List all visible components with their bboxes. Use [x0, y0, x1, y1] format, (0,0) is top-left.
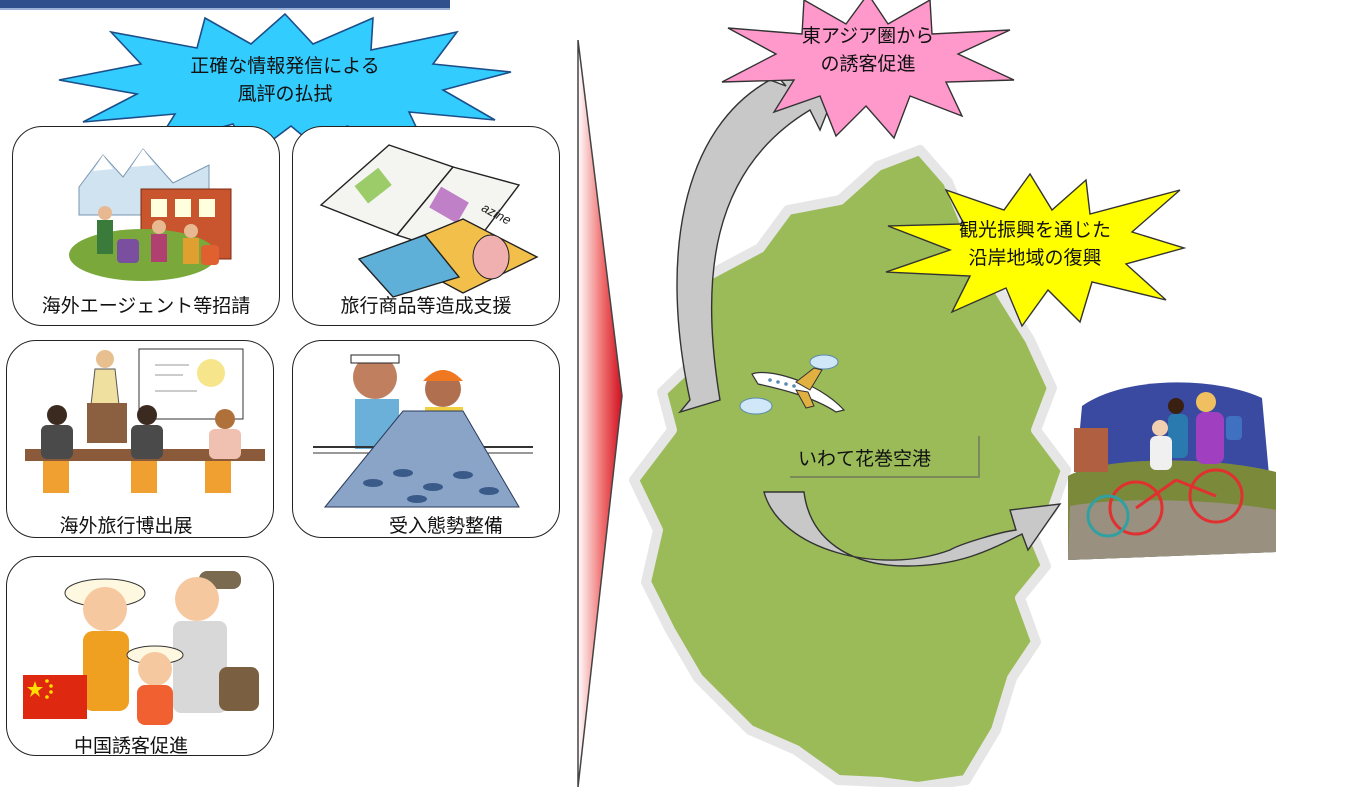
card-travel-products: azine 旅行商品等造成支援 [292, 126, 560, 326]
airport-label-text: いわて花巻空港 [798, 448, 932, 470]
starburst-yellow-shape [885, 172, 1187, 328]
fishermen-illustration [313, 354, 533, 508]
card-china-label: 中国誘客促進 [73, 735, 188, 756]
burst-east-asia: 東アジア圏から の誘客促進 [718, 0, 1018, 140]
card-overseas-agent-label: 海外エージェント等招請 [41, 295, 251, 317]
burst-east-asia-line1: 東アジア圏から [801, 25, 935, 47]
card-travel-products-label: 旅行商品等造成支援 [340, 295, 512, 317]
airport-label-box: いわて花巻空港 [790, 436, 980, 478]
family-tourists-illustration [64, 571, 259, 725]
curved-arrow-outbound [763, 491, 1062, 567]
burst-rumor-line1: 正確な情報発信による [190, 55, 380, 77]
magazine-illustration: azine [319, 144, 539, 298]
cyclists-illustration [1068, 382, 1276, 560]
starburst-pink-shape [721, 0, 1015, 140]
burst-east-asia-line2: の誘客促進 [820, 53, 916, 75]
card-reception: 受入態勢整備 [292, 340, 560, 538]
burst-coastal-line1: 観光振興を通じた [958, 219, 1111, 241]
card-reception-label: 受入態勢整備 [388, 515, 503, 537]
title-bar-strip [0, 0, 450, 10]
china-flag-icon [23, 675, 87, 719]
travelers-train-illustration [69, 148, 232, 281]
card-china: 中国誘客促進 [6, 556, 274, 756]
burst-rumor-line2: 風評の払拭 [237, 83, 333, 105]
card-travel-expo-label: 海外旅行博出展 [59, 515, 193, 537]
burst-coastal-line2: 沿岸地域の復興 [968, 247, 1102, 269]
curved-arrow-inbound [676, 66, 841, 414]
starburst-blue-shape [58, 12, 512, 158]
divider-arrow-shape [577, 40, 623, 787]
card-travel-expo: 海外旅行博出展 [6, 340, 274, 538]
burst-coastal-recovery: 観光振興を通じた 沿岸地域の復興 [880, 170, 1190, 330]
burst-rumor-dispel: 正確な情報発信による 風評の払拭 [55, 10, 515, 158]
card-overseas-agent: 海外エージェント等招請 [12, 126, 280, 326]
airplane-illustration [739, 354, 846, 415]
seminar-illustration [25, 348, 265, 493]
